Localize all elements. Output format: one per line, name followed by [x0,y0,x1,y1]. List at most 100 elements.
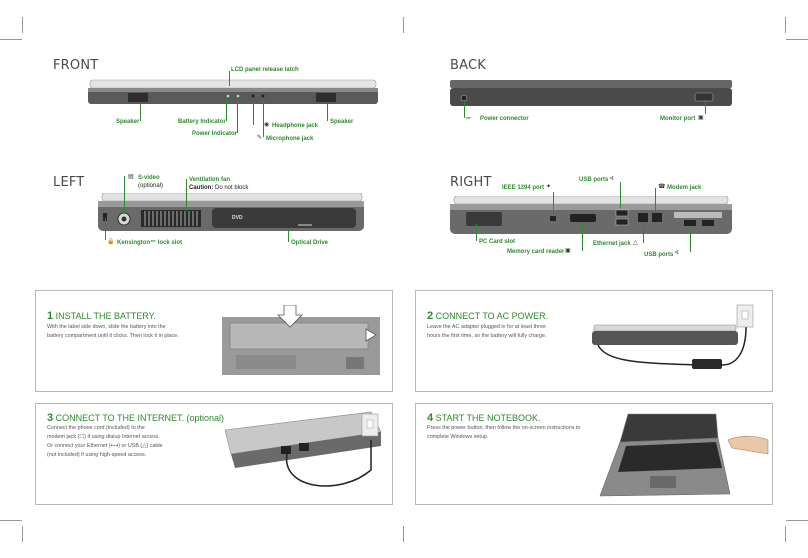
start-notebook-illustration [599,413,769,497]
label-speaker-left: Speaker [116,119,140,125]
step-box-4: 4 START THE NOTEBOOK. Press the power bu… [415,403,773,505]
power-connector-icon: ⎓ [466,116,471,122]
leader-line [263,100,264,137]
label-power-connector: Power connector [480,116,529,122]
crop-mark [403,17,404,33]
step-title-text-2: CONNECT TO AC POWER. [435,311,549,321]
step-line: Connect the phone cord (included) to the [47,425,145,431]
step-title-1: 1 INSTALL THE BATTERY. [47,310,156,322]
laptop-right-image [450,196,732,234]
crop-mark [22,17,23,33]
label-headphone-jack: Headphone jack [272,123,319,129]
label-ethernet: Ethernet jack [593,241,631,247]
step-number-1: 1 [47,310,54,322]
leader-line [705,100,706,114]
leader-line [464,100,465,118]
battery-illustration [222,305,380,375]
step-line: Press the power button, then follow the … [427,425,581,431]
monitor-icon: ▣ [698,115,704,121]
step-body-4: Press the power button, then follow the … [427,424,580,442]
crop-mark [785,526,786,542]
leader-line [620,182,621,208]
step-number-2: 2 [427,310,434,322]
usb-icon: ⊰ [609,176,615,182]
caution-text: Do not block [215,185,249,191]
leader-line [237,100,238,133]
step-line: modem jack (☐) if using dialup Internet … [47,434,160,440]
label-microphone-jack: Microphone jack [266,136,314,142]
tv-icon: ▤ [128,174,134,180]
leader-line [186,179,187,211]
crop-mark [0,520,22,521]
step-title-text-3: CONNECT TO THE INTERNET. (optional) [55,413,225,423]
section-title-right: RIGHT [450,175,492,190]
laptop-left-image [98,193,364,231]
laptop-front-image [88,79,378,104]
leader-line [124,176,125,212]
step-line: complete Windows setup. [427,434,489,440]
label-ieee-1394: IEEE 1394 port [502,185,545,191]
step-box-3: 3 CONNECT TO THE INTERNET. (optional) Co… [35,403,393,505]
headphone-icon: ◉ [264,122,270,128]
internet-illustration [224,411,382,487]
step-line: battery compartment until it clicks. The… [47,333,179,339]
leader-line [690,228,691,252]
leader-line [476,224,477,241]
lock-icon: 🔒 [107,239,115,245]
step-line: With the label side down, slide the batt… [47,324,166,330]
section-title-left: LEFT [53,175,85,190]
microphone-icon: ✎ [257,135,263,141]
label-modem-jack: Modem jack [667,185,702,191]
label-speaker-right: Speaker [330,119,354,125]
label-usb-ports-top: USB ports [579,177,609,183]
section-title-back: BACK [450,58,486,73]
crop-mark [785,17,786,33]
label-monitor-port: Monitor port [660,116,696,122]
label-s-video: S-video [138,175,160,181]
step-title-3: 3 CONNECT TO THE INTERNET. (optional) [47,412,224,424]
section-title-front: FRONT [53,58,99,73]
leader-line [105,218,106,240]
ieee-icon: ✦ [546,184,552,190]
leader-line [655,188,656,212]
step-body-1: With the label side down, slide the batt… [47,323,179,341]
leader-line [288,228,289,242]
step-number-4: 4 [427,412,434,424]
step-line: hours the first time, so the battery wil… [427,333,547,339]
label-usb-ports-bottom: USB ports [644,252,674,258]
step-title-2: 2 CONNECT TO AC POWER. [427,310,548,322]
leader-line [226,100,227,121]
label-optical-drive: Optical Drive [291,240,329,246]
crop-mark [0,39,22,40]
leader-line [229,71,230,86]
step-title-text-1: INSTALL THE BATTERY. [55,311,157,321]
laptop-back-image [450,80,732,106]
ac-power-illustration [592,304,754,369]
step-line: Leave the AC adapter plugged in for at l… [427,324,546,330]
leader-line [582,222,583,251]
step-box-1: 1 INSTALL THE BATTERY. With the label si… [35,290,393,392]
step-title-4: 4 START THE NOTEBOOK. [427,412,541,424]
step-body-3: Connect the phone cord (included) to the… [47,424,163,460]
label-ventilation-fan: Ventilation fan [189,177,231,183]
leader-line [553,192,554,214]
leader-line [643,222,644,243]
step-box-2: 2 CONNECT TO AC POWER. Leave the AC adap… [415,290,773,392]
step-body-2: Leave the AC adapter plugged in for at l… [427,323,547,341]
leader-line [327,104,328,121]
usb-icon: ⊰ [674,250,680,256]
memory-card-icon: ▣ [565,248,571,254]
crop-mark [786,520,808,521]
label-lcd-latch: LCD panel release latch [231,67,299,73]
label-kensington: Kensington™ lock slot [117,240,183,246]
label-pc-card: PC Card slot [479,239,516,245]
step-line: Or connect your Ethernet (⟷) or USB (△) … [47,443,163,449]
leader-line [140,104,141,121]
step-number-3: 3 [47,412,54,424]
crop-mark [22,526,23,542]
crop-mark [786,39,808,40]
label-caution: Caution: Do not block [189,185,248,192]
label-battery-indicator: Battery Indicator [178,119,226,125]
network-icon: △ [633,240,638,246]
caution-prefix: Caution: [189,185,214,191]
